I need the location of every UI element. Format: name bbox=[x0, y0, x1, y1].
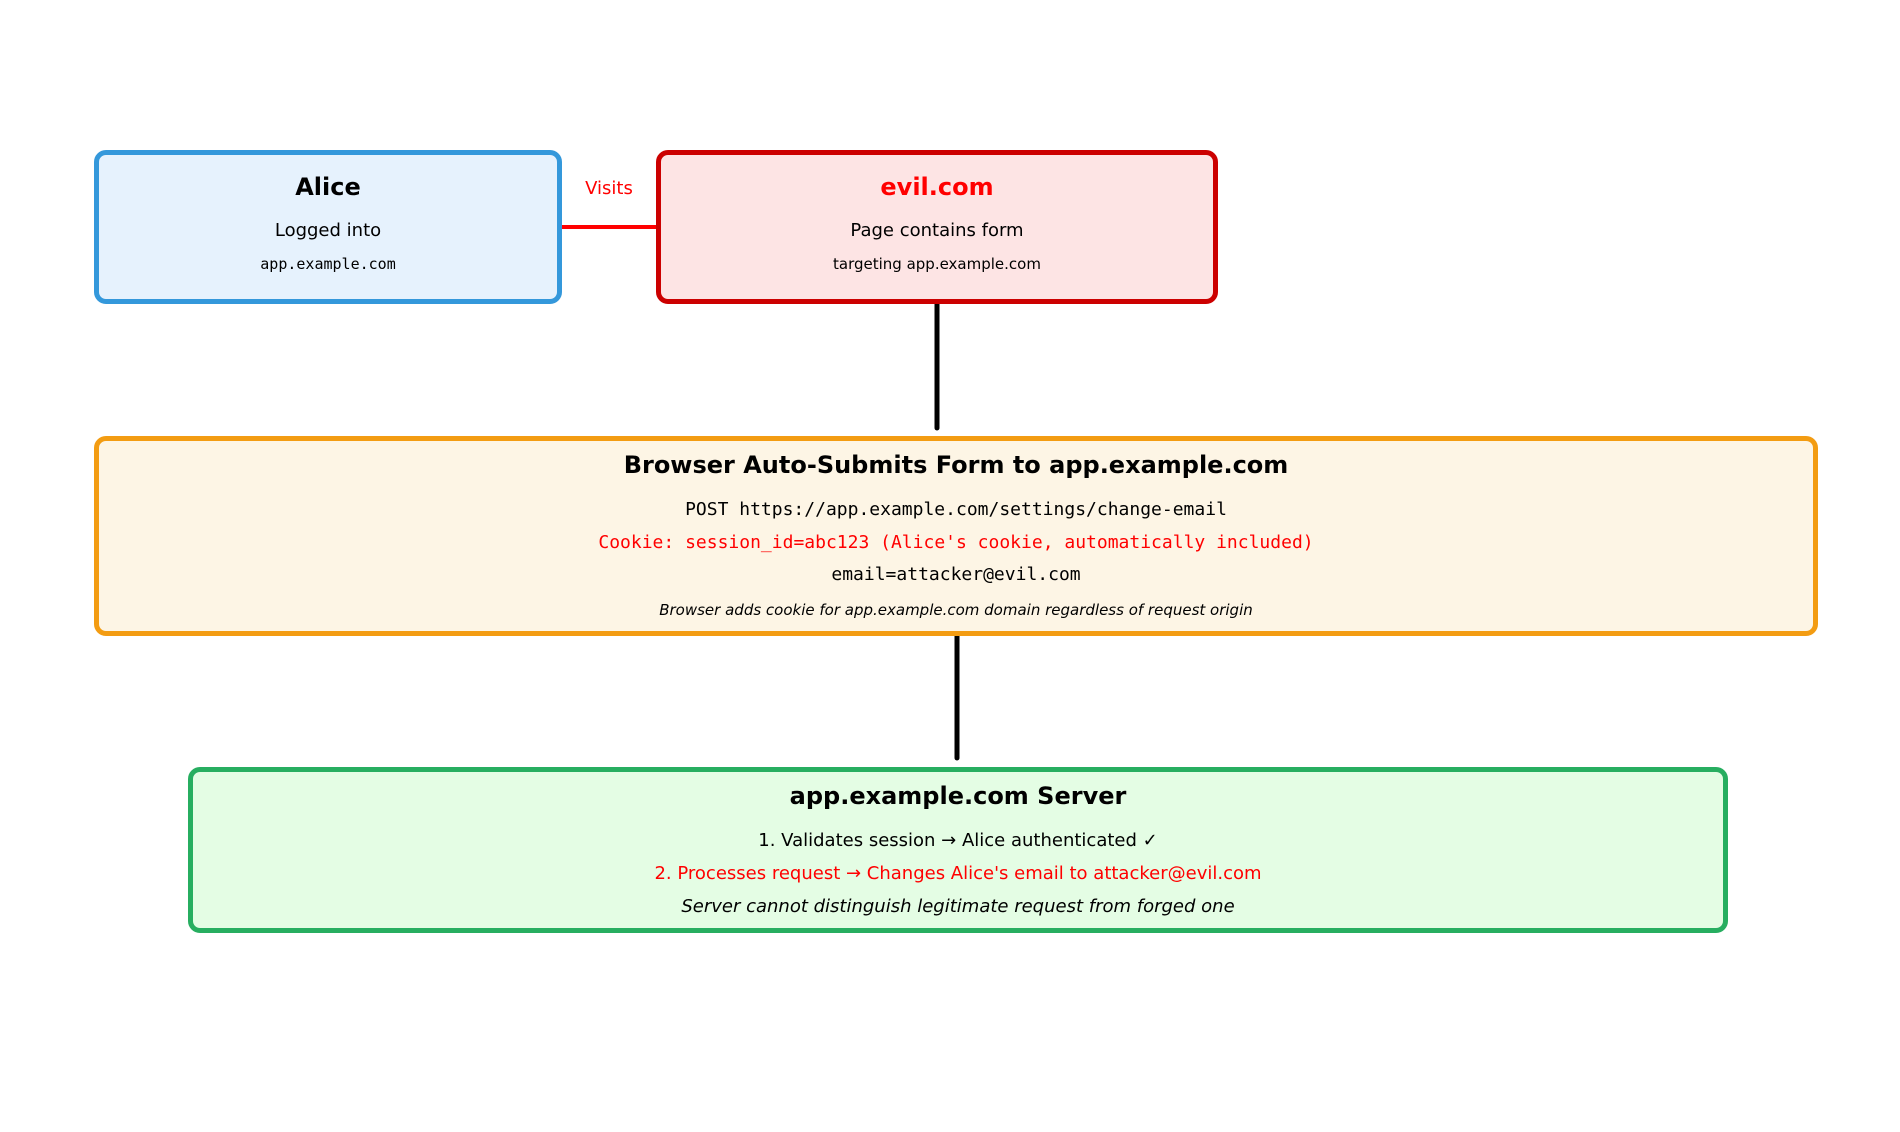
evil-site-node: evil.com Page contains form targeting ap… bbox=[656, 150, 1218, 304]
visits-edge-label: Visits bbox=[585, 178, 633, 199]
alice-node: Alice Logged into app.example.com bbox=[94, 150, 562, 304]
evil-target: targeting app.example.com bbox=[833, 255, 1041, 273]
browser-note: Browser adds cookie for app.example.com … bbox=[659, 601, 1253, 619]
browser-node: Browser Auto-Submits Form to app.example… bbox=[94, 436, 1818, 636]
alice-title: Alice bbox=[295, 173, 361, 201]
server-step-2: 2. Processes request → Changes Alice's e… bbox=[654, 863, 1262, 884]
browser-body-line: email=attacker@evil.com bbox=[831, 564, 1081, 585]
alice-domain: app.example.com bbox=[260, 255, 396, 273]
evil-description: Page contains form bbox=[850, 220, 1024, 241]
server-node: app.example.com Server 1. Validates sess… bbox=[188, 767, 1728, 933]
server-step-1: 1. Validates session → Alice authenticat… bbox=[758, 830, 1158, 851]
alice-status: Logged into bbox=[274, 220, 382, 241]
evil-title: evil.com bbox=[880, 173, 994, 201]
server-title: app.example.com Server bbox=[789, 782, 1127, 810]
browser-request-line: POST https://app.example.com/settings/ch… bbox=[685, 499, 1227, 520]
server-note: Server cannot distinguish legitimate req… bbox=[681, 896, 1235, 917]
browser-cookie-line: Cookie: session_id=abc123 (Alice's cooki… bbox=[598, 532, 1314, 553]
browser-title: Browser Auto-Submits Form to app.example… bbox=[623, 451, 1289, 479]
